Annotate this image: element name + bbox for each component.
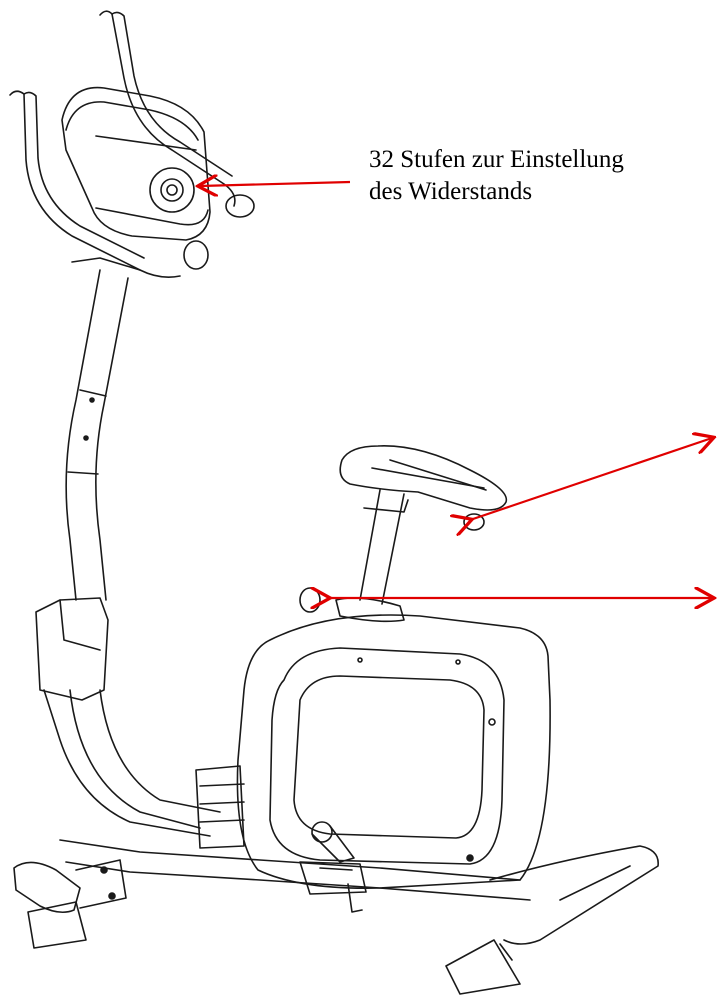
seat-assembly	[299, 445, 508, 623]
resistance-callout: 32 Stufen zur Einstellung des Widerstand…	[369, 144, 709, 208]
callout-arrows	[200, 182, 712, 598]
red-arrow	[470, 438, 712, 520]
callout-line-2: des Widerstands	[369, 178, 533, 205]
upright-mast	[65, 269, 129, 601]
front-shroud	[35, 597, 211, 837]
callout-line-1: 32 Stufen zur Einstellung	[369, 146, 624, 173]
console	[61, 86, 255, 270]
handlebars	[9, 10, 236, 278]
front-stabilizer	[13, 859, 127, 949]
pedal-crank	[299, 821, 367, 913]
red-arrow	[200, 182, 351, 186]
rear-cover	[236, 614, 551, 889]
main-frame	[59, 689, 531, 901]
exercise-bike-line-drawing	[9, 10, 659, 995]
rear-stabilizer	[445, 845, 659, 995]
